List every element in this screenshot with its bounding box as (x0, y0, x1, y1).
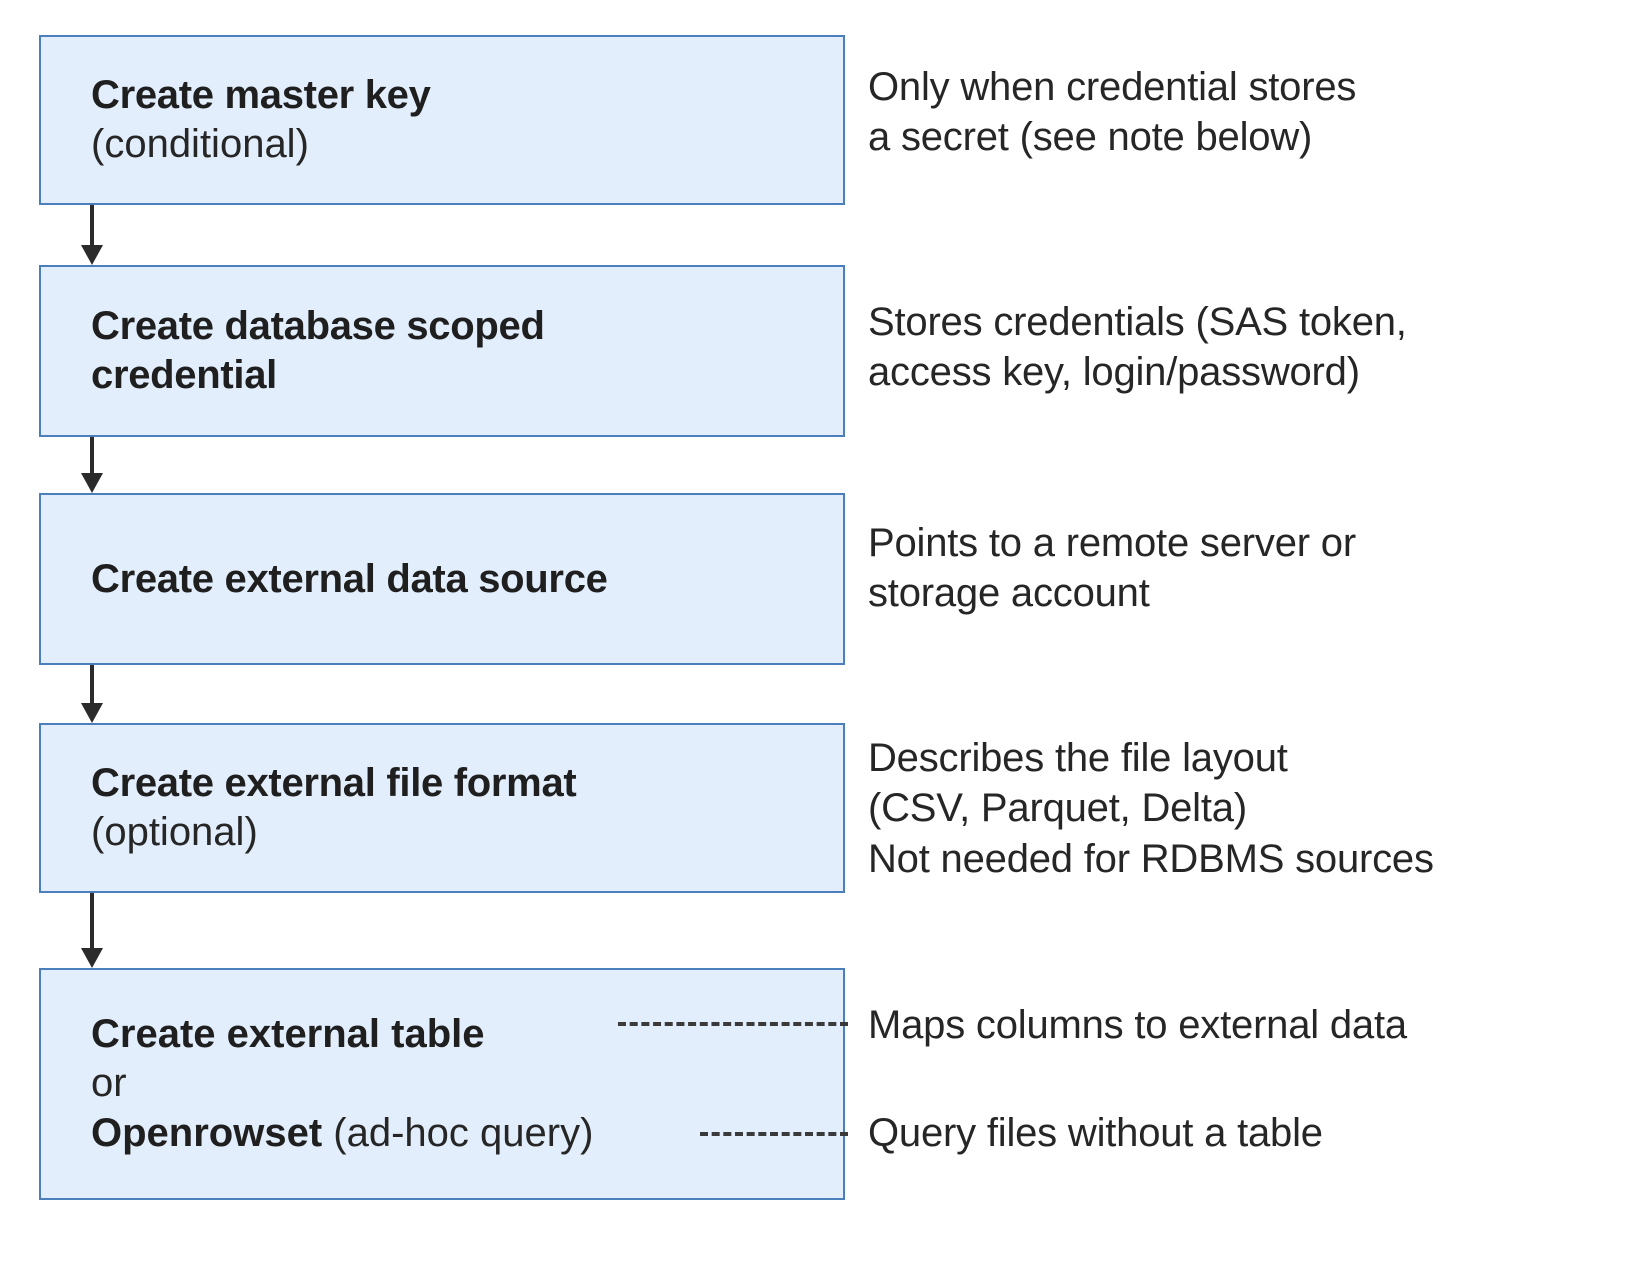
flow-step-content: Create external table or Openrowset (ad-… (41, 1010, 843, 1159)
flow-step-note-create-external-data-source: Points to a remote server or storage acc… (868, 521, 1356, 616)
flow-step-create-external-data-source[interactable]: Create external data source (39, 493, 845, 665)
flow-step-line-or: or (91, 1061, 127, 1106)
arrow-shaft (90, 893, 94, 949)
flow-step-create-external-file-format[interactable]: Create external file format (optional) (39, 723, 845, 893)
flow-step-create-master-key[interactable]: Create master key (conditional) (39, 35, 845, 205)
flow-step-content: Create external file format (optional) (41, 759, 843, 857)
flow-step-content: Create master key (conditional) (41, 71, 843, 169)
flow-step-title-openrowset: Openrowset (91, 1110, 323, 1155)
arrow-head (81, 948, 103, 968)
flow-step-note-create-master-key: Only when credential stores a secret (se… (868, 65, 1357, 160)
flow-step-note-openrowset: Query files without a table (868, 1111, 1323, 1155)
flow-step-content: Create external data source (41, 555, 843, 604)
arrow-head (81, 473, 103, 493)
flow-step-line-openrowset: Openrowset (ad-hoc query) (91, 1109, 829, 1159)
flow-step-title: Create external file format (91, 761, 577, 806)
dashed-connector-table (618, 1022, 848, 1026)
flow-step-note-create-database-scoped-credential: Stores credentials (SAS token, access ke… (868, 300, 1407, 395)
flow-step-subtitle: (conditional) (91, 122, 309, 166)
arrow-down-icon (81, 205, 103, 265)
arrow-down-icon (81, 437, 103, 493)
flow-step-title: Create external data source (91, 556, 608, 601)
flow-step-create-external-table-or-openrowset[interactable]: Create external table or Openrowset (ad-… (39, 968, 845, 1200)
flow-step-subtitle: (optional) (91, 810, 258, 854)
flow-step-line-create-external-table: Create external table (91, 1010, 829, 1060)
flow-step-title: Create database scoped credential (91, 304, 545, 397)
arrow-shaft (90, 665, 94, 705)
flow-step-content: Create database scoped credential (41, 302, 843, 400)
flow-step-title: Create external table (91, 1011, 485, 1056)
flow-step-note-create-external-table: Maps columns to external data (868, 1003, 1407, 1047)
flow-step-title: Create master key (91, 73, 431, 118)
flow-step-note-create-external-file-format: Describes the file layout (CSV, Parquet,… (868, 736, 1434, 881)
arrow-shaft (90, 437, 94, 475)
arrow-down-icon (81, 893, 103, 968)
arrow-head (81, 245, 103, 265)
dashed-connector-openrowset (700, 1132, 848, 1136)
flow-step-create-database-scoped-credential[interactable]: Create database scoped credential (39, 265, 845, 437)
arrow-shaft (90, 205, 94, 247)
arrow-head (81, 703, 103, 723)
flow-step-subtitle-openrowset: (ad-hoc query) (322, 1110, 594, 1155)
arrow-down-icon (81, 665, 103, 723)
